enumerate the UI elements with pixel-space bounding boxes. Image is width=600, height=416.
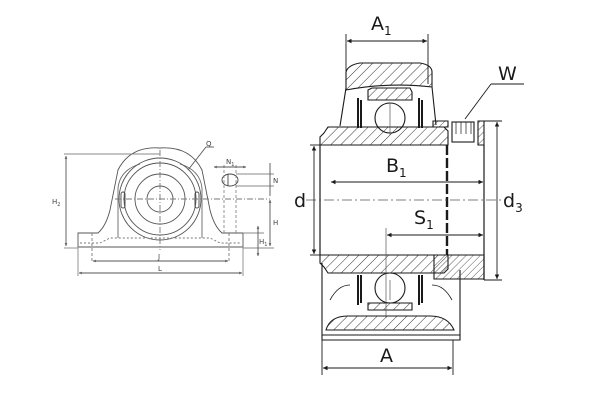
label-d3: d3 [503, 190, 523, 215]
section-dimensions [310, 34, 524, 375]
label-H: H [273, 219, 278, 227]
section-view [306, 62, 506, 341]
label-H2: H2 [52, 198, 60, 208]
label-B1: B1 [386, 155, 407, 180]
label-S1: S1 [414, 207, 434, 232]
label-J: J [157, 253, 160, 261]
label-Q: Q [206, 140, 212, 148]
label-d: d [294, 190, 306, 212]
label-A1: A1 [371, 13, 392, 38]
label-W: W [498, 63, 517, 85]
side-view-labels: H2 Q N1 N H H1 J L [52, 140, 278, 273]
label-N: N [273, 177, 278, 185]
label-N1: N1 [226, 158, 234, 168]
label-A: A [380, 345, 393, 367]
side-view [64, 146, 274, 276]
label-H1: H1 [259, 238, 267, 248]
section-labels: A1 W B1 d d3 S1 A [294, 13, 523, 367]
label-L: L [158, 265, 162, 273]
